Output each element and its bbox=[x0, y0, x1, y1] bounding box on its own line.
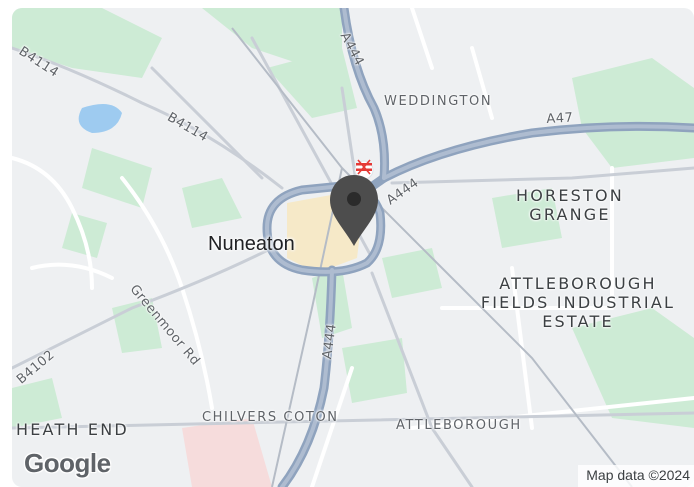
district-label-horeston-grange: HORESTON GRANGE bbox=[516, 186, 624, 224]
district-label-chilvers-coton: CHILVERS COTON bbox=[202, 410, 339, 425]
secondary-roads bbox=[12, 36, 694, 487]
parks-layer bbox=[12, 8, 694, 428]
district-label-heath-end: HEATH END bbox=[16, 420, 129, 439]
railway bbox=[231, 27, 633, 487]
district-label-weddington: WEDDINGTON bbox=[384, 94, 493, 109]
map-attribution[interactable]: Map data ©2024 bbox=[578, 465, 694, 487]
district-label-attleborough-fields: ATTLEBOROUGH FIELDS INDUSTRIAL ESTATE bbox=[480, 274, 676, 331]
hospital-area bbox=[182, 418, 272, 487]
location-pin-icon[interactable] bbox=[330, 175, 378, 246]
town-label-nuneaton: Nuneaton bbox=[208, 233, 295, 255]
google-logo[interactable]: Google bbox=[24, 448, 111, 478]
road-label-a47: A47 bbox=[546, 110, 574, 127]
map-view[interactable]: B4114 B4114 A444 A444 A444 A47 B4102 Gre… bbox=[12, 8, 694, 487]
railway-station-icon[interactable] bbox=[354, 159, 374, 180]
district-label-attleborough: ATTLEBOROUGH bbox=[396, 418, 522, 433]
map-canvas[interactable] bbox=[12, 8, 694, 487]
lake bbox=[78, 104, 122, 133]
